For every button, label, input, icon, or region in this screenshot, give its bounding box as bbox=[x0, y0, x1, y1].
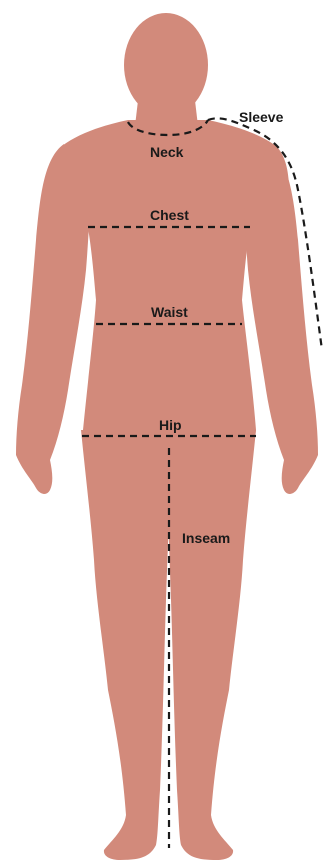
right-arm bbox=[244, 144, 318, 494]
neck-label: Neck bbox=[150, 144, 184, 160]
right-leg bbox=[165, 430, 256, 860]
chest-label: Chest bbox=[150, 207, 189, 223]
left-arm bbox=[16, 144, 90, 494]
waist-label: Waist bbox=[151, 304, 188, 320]
sleeve-label: Sleeve bbox=[239, 109, 284, 125]
left-leg bbox=[81, 430, 172, 860]
inseam-label: Inseam bbox=[182, 530, 230, 546]
hip-label: Hip bbox=[159, 417, 182, 433]
